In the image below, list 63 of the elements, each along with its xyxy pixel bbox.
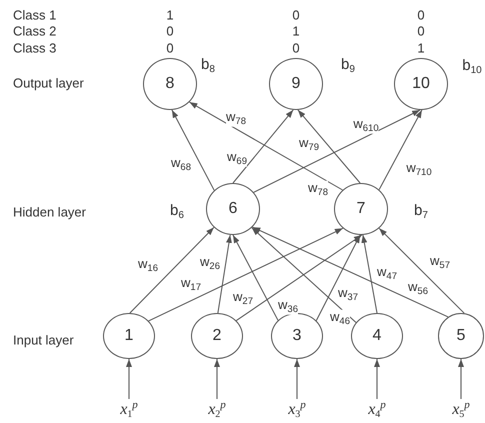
neuron-circle (191, 313, 243, 359)
row-label: Class 3 (13, 42, 56, 54)
row-label: Class 2 (13, 24, 56, 38)
target-value: 0 (166, 42, 174, 54)
arrow (378, 110, 422, 190)
arrow (297, 109, 361, 184)
arrow (129, 226, 214, 314)
arrow (232, 109, 294, 184)
arrow (251, 227, 356, 323)
bias-label: b$_{10}$ (462, 58, 482, 76)
neuron-number: 8 (166, 76, 174, 92)
arrow (253, 110, 421, 193)
neuron-circle (103, 313, 155, 359)
arrow (214, 358, 220, 400)
weight-label: w$_{78}$ (308, 180, 328, 198)
target-value: 1 (417, 42, 425, 54)
arrow (171, 109, 215, 191)
arrow (374, 358, 380, 400)
neuron-number: 1 (124, 328, 134, 344)
arrow (236, 234, 362, 322)
neuron-circle (438, 313, 484, 359)
layer-label: Hidden layer (13, 206, 86, 218)
arrow (361, 234, 378, 314)
arrow (458, 358, 464, 400)
neuron-circle (271, 313, 323, 359)
arrow (126, 358, 132, 400)
bias-label: b$_{6}$ (170, 203, 184, 221)
row-label: Class 1 (13, 8, 56, 22)
neuron-circle (206, 183, 260, 235)
arrow (316, 234, 361, 322)
arrow (217, 234, 232, 314)
arrow (294, 358, 300, 400)
neuron-number: 4 (372, 328, 382, 344)
neuron-circle (351, 313, 403, 359)
bias-label: b$_{7}$ (414, 203, 428, 221)
target-value: 0 (417, 8, 425, 22)
neuron-number: 2 (212, 328, 222, 344)
layer-label: Input layer (13, 334, 74, 346)
target-value: 0 (166, 24, 174, 38)
bias-label: b$_{8}$ (201, 57, 215, 75)
neuron-circle (394, 58, 448, 110)
target-value: 0 (292, 42, 300, 54)
bias-label: b$_{9}$ (341, 57, 355, 75)
neuron-number: 10 (412, 76, 430, 92)
arrow (148, 228, 344, 322)
weight-label: w$_{46}$ (330, 310, 350, 326)
target-value: 1 (292, 24, 300, 38)
target-value: 1 (166, 8, 174, 22)
neuron-number: 9 (292, 76, 300, 92)
layer-label: Output layer (13, 76, 84, 90)
neuron-circle (334, 183, 388, 235)
target-value: 0 (417, 24, 425, 38)
neuron-number: 3 (292, 328, 302, 344)
neuron-number: 6 (228, 201, 238, 217)
arrow (252, 226, 449, 318)
neuron-number: 7 (356, 201, 366, 217)
arrow (232, 234, 278, 321)
neuron-circle (143, 58, 197, 110)
neuron-circle (269, 58, 323, 110)
target-value: 0 (292, 8, 300, 22)
arrow (188, 102, 344, 190)
neuron-number: 5 (456, 328, 466, 344)
arrow (378, 228, 465, 314)
